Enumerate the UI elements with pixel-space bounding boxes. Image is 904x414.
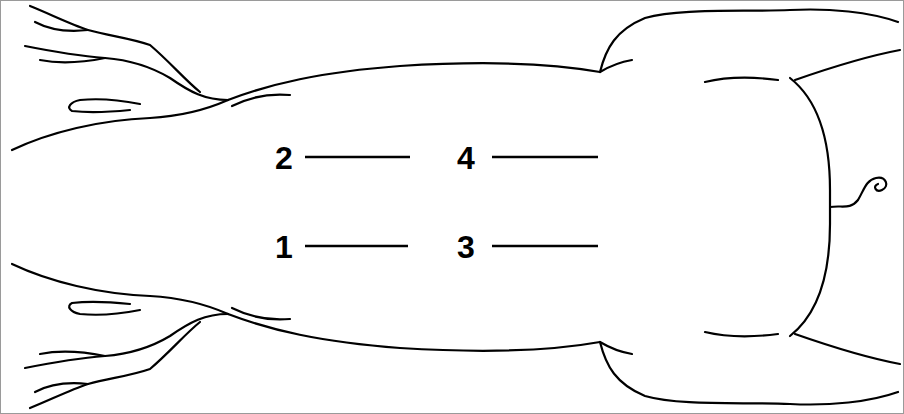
finger-line [35, 22, 88, 31]
callout-number: 2 [275, 142, 293, 174]
thigh-bulge [790, 78, 830, 207]
leader-line [305, 245, 408, 248]
forelimb-upper-edge [30, 6, 200, 92]
cloaca-squiggle [830, 178, 886, 207]
leader-line [492, 245, 598, 248]
thumb-outline [69, 99, 140, 112]
frog-outline-half [12, 6, 900, 207]
lower-leg-edge [795, 50, 900, 80]
leader-lines [305, 157, 598, 246]
callout-holder: 4 [457, 142, 475, 174]
thigh-upper-edge [600, 10, 898, 73]
knee-crease [705, 78, 778, 82]
leader-line [305, 156, 410, 159]
callout-holder: 2 [275, 142, 293, 174]
callout-number: 4 [457, 142, 475, 174]
callout-number: 3 [457, 231, 475, 263]
head-contour [12, 100, 228, 150]
armpit-crease [232, 94, 290, 106]
forelimb-lower-edge [25, 46, 228, 100]
finger-line [40, 58, 105, 62]
callout-holder: 1 [275, 231, 293, 263]
callout-holder: 3 [457, 231, 475, 263]
frog-outline-mirror [12, 207, 900, 408]
thigh-notch [600, 60, 632, 72]
callout-number: 1 [275, 231, 293, 263]
leader-line [492, 156, 598, 159]
